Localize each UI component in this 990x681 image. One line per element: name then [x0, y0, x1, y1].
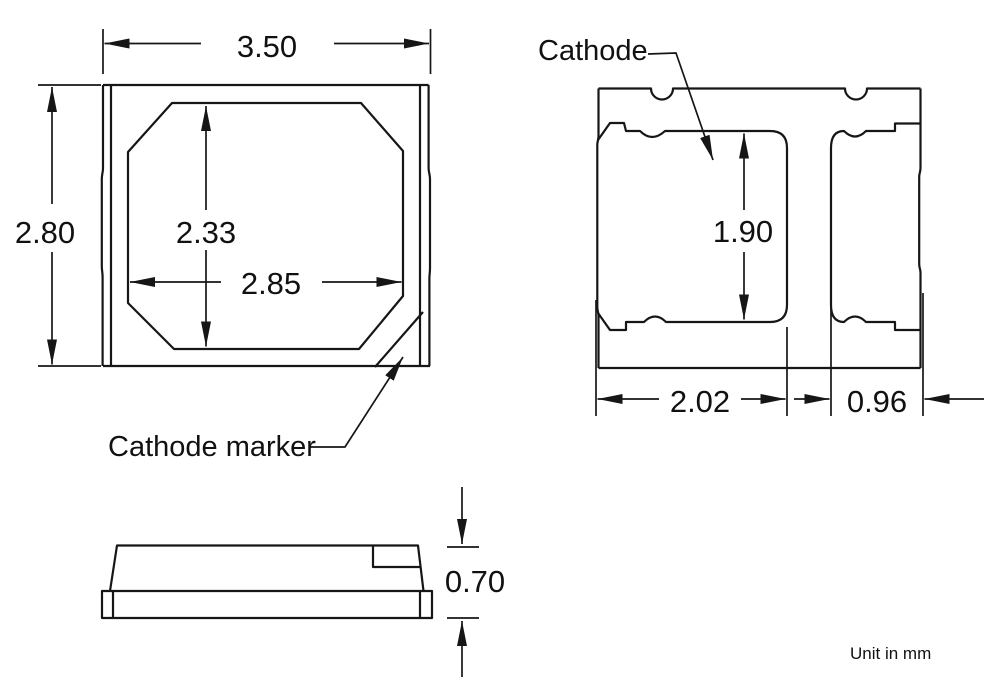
right-electrode-edge — [427, 85, 432, 366]
dim-overall-height-label: 2.80 — [15, 215, 75, 250]
dim-cathode-pad-width-label: 2.02 — [670, 384, 730, 419]
dim-lens-height-label: 2.33 — [176, 215, 236, 250]
dim-lens-width: 2.85 — [130, 266, 402, 301]
base-profile — [100, 589, 434, 620]
package-right-edge — [918, 88, 922, 368]
dim-pad-widths: 2.02 0.96 — [595, 293, 984, 419]
dim-lens-height: 2.33 — [176, 106, 236, 347]
package-left-edge — [596, 88, 600, 368]
leader-arrow — [647, 52, 714, 161]
dim-pad-length: 1.90 — [713, 133, 773, 320]
bottom-view: Cathode 1.90 2.02 0.96 — [538, 35, 984, 419]
cathode-marker-line — [374, 311, 424, 368]
dim-thickness: 0.70 — [445, 487, 505, 677]
dim-overall-width: 3.50 — [102, 29, 432, 74]
package-body-profile — [108, 544, 425, 592]
unit-note: Unit in mm — [850, 644, 931, 663]
package-top-edge-with-notches — [598, 87, 921, 101]
cathode-label: Cathode — [538, 35, 648, 67]
cathode-pad-outline — [597, 121, 789, 332]
dim-pad-length-label: 1.90 — [713, 214, 773, 249]
package-top-view-outline — [100, 83, 432, 368]
dim-lens-width-label: 2.85 — [241, 266, 301, 301]
cathode-marker-callout: Cathode marker — [108, 356, 404, 463]
leader-arrow — [310, 356, 404, 448]
side-view: 0.70 — [100, 487, 505, 677]
anode-pad-outline — [829, 122, 920, 332]
left-electrode-edge — [100, 85, 105, 366]
lens-outline — [126, 101, 405, 351]
cathode-marker-label: Cathode marker — [108, 431, 316, 463]
top-view: 3.50 2.80 2.33 2.85 Cathode marker — [15, 29, 432, 463]
cathode-callout: Cathode — [538, 35, 714, 161]
dim-overall-height: 2.80 — [15, 84, 101, 367]
dim-thickness-label: 0.70 — [445, 564, 505, 599]
cathode-notch — [371, 545, 421, 569]
dim-anode-pad-width-label: 0.96 — [847, 384, 907, 419]
dim-overall-width-label: 3.50 — [237, 29, 297, 64]
